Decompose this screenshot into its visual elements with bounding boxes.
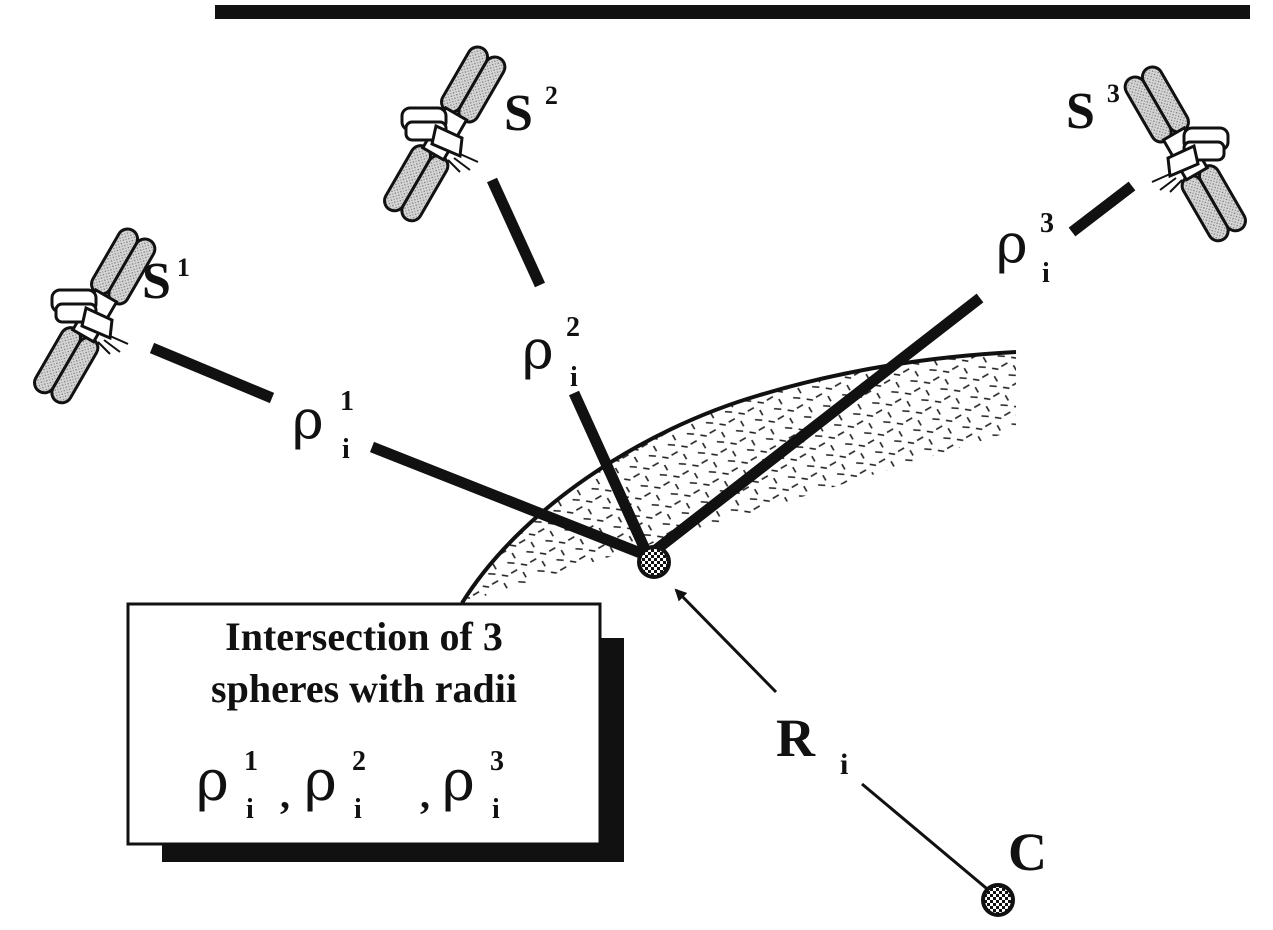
svg-text:ρ: ρ xyxy=(196,749,229,814)
caption-formula: ρ 1 i , ρ 2 i , ρ 3 i xyxy=(196,746,504,825)
svg-text:3: 3 xyxy=(490,746,504,777)
svg-text:ρ: ρ xyxy=(304,749,337,814)
range-label-2: ρ 2 i xyxy=(522,312,580,393)
range-line-3 xyxy=(644,181,1136,561)
svg-text:i: i xyxy=(246,794,254,825)
caption-box xyxy=(126,602,602,846)
caption-line-2: spheres with radii xyxy=(211,666,517,711)
svg-text:,: , xyxy=(420,772,430,817)
svg-text:i: i xyxy=(342,434,350,465)
caption-term-2: ρ 2 i , xyxy=(304,746,430,825)
caption-term-1: ρ 1 i , xyxy=(196,746,290,825)
position-vector-line xyxy=(861,782,999,900)
satellite-3-icon xyxy=(1119,61,1251,246)
svg-text:i: i xyxy=(570,362,578,393)
caption-term-3: ρ 3 i xyxy=(442,746,504,825)
center-point xyxy=(981,883,1015,917)
top-rule xyxy=(215,5,1250,19)
svg-text:1: 1 xyxy=(244,746,258,777)
caption-line-1: Intersection of 3 xyxy=(225,614,503,659)
range-line-1 xyxy=(149,342,651,562)
svg-text:i: i xyxy=(840,748,848,781)
range-label-1: ρ 1 i xyxy=(292,386,354,465)
receiver-point xyxy=(637,545,671,579)
svg-text:ρ: ρ xyxy=(522,318,554,381)
svg-text:R: R xyxy=(776,708,816,768)
svg-text:ρ: ρ xyxy=(996,212,1028,275)
earth-surface xyxy=(462,352,1016,603)
svg-text:ρ: ρ xyxy=(442,749,475,814)
svg-text:ρ: ρ xyxy=(292,388,324,451)
svg-text:2: 2 xyxy=(352,746,366,777)
range-line-2 xyxy=(486,177,654,559)
svg-text:i: i xyxy=(1042,258,1050,289)
satellite-2-icon xyxy=(379,41,511,226)
center-label: C xyxy=(1008,822,1047,882)
svg-text:i: i xyxy=(354,794,362,825)
svg-text:1: 1 xyxy=(340,386,354,417)
earth-horizon xyxy=(460,350,1017,605)
position-vector-arrow xyxy=(674,588,778,694)
svg-text:,: , xyxy=(280,772,290,817)
svg-text:3: 3 xyxy=(1040,208,1054,239)
satellite-1-icon xyxy=(29,223,161,408)
svg-text:2: 2 xyxy=(566,312,580,343)
svg-text:i: i xyxy=(492,794,500,825)
range-label-3: ρ 3 i xyxy=(996,208,1054,289)
position-vector-label: R i xyxy=(776,708,848,781)
